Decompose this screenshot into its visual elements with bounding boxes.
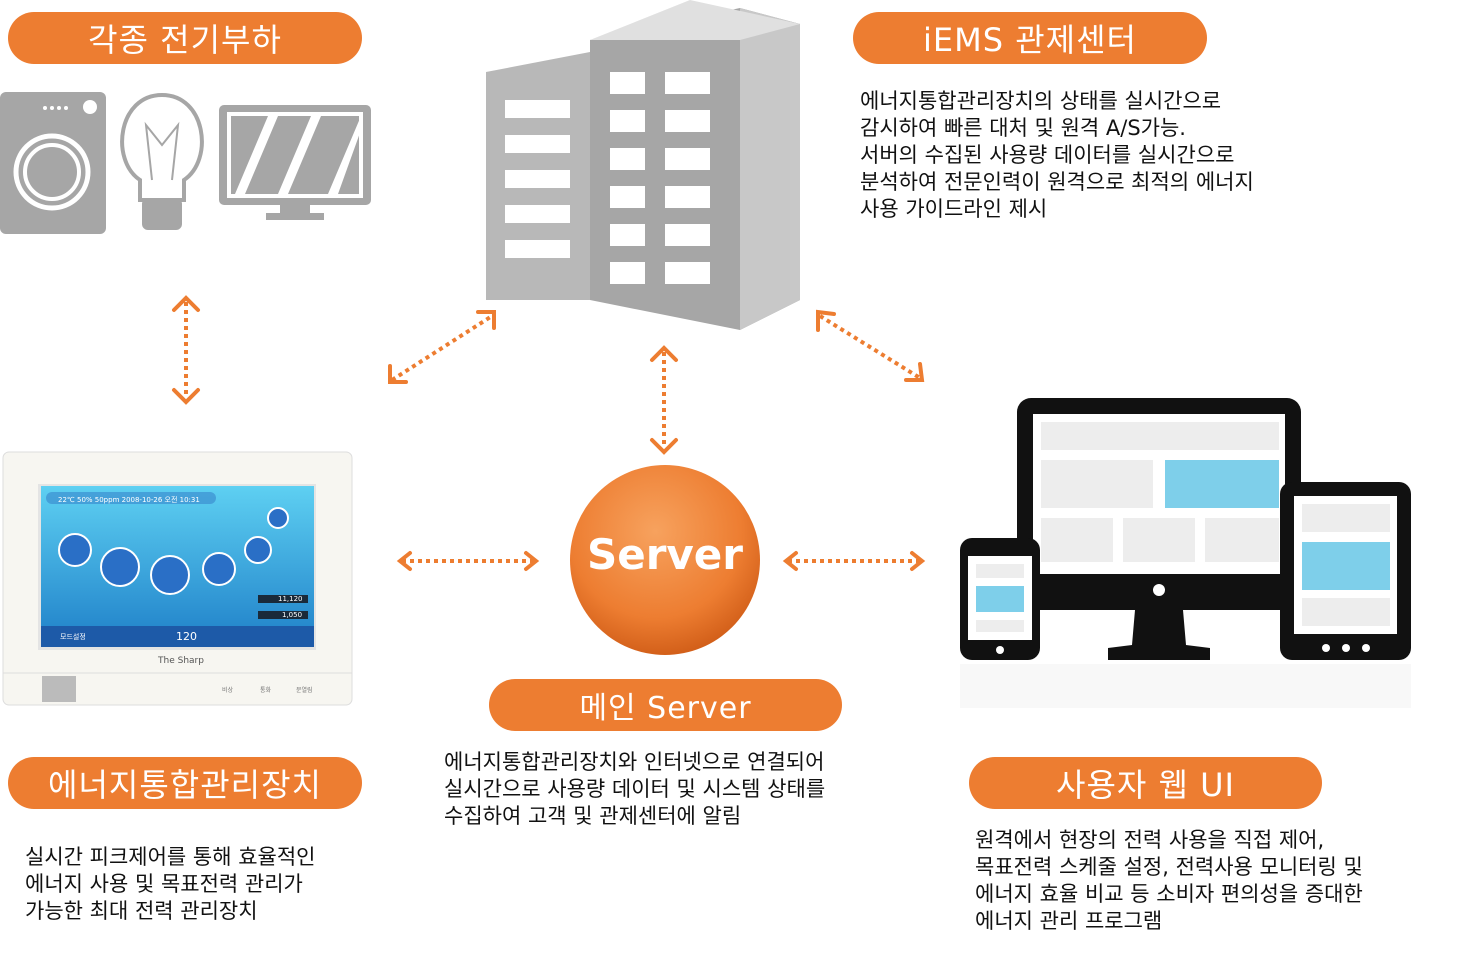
web-description: 원격에서 현장의 전력 사용을 직접 제어, 목표전력 스케줄 설정, 전력사용… [975, 828, 1363, 933]
wallpad-status-bar: 22℃ 50% 50ppm 2008-10-26 오전 10:31 [58, 496, 200, 504]
device-description: 실시간 피크제어를 통해 효율적인 에너지 사용 및 목표전력 관리가 가능한 … [25, 845, 316, 923]
wallpad-button-emergency[interactable]: 비상 [222, 687, 234, 694]
tv-icon [219, 105, 371, 220]
server-title: 메인 Server [489, 679, 842, 731]
server-circle [570, 465, 760, 655]
responsive-devices-icon [960, 398, 1411, 708]
device-title: 에너지통합관리장치 [8, 757, 362, 809]
washing-machine-icon [0, 92, 106, 234]
arrow-heads [172, 295, 926, 571]
iems-title: iEMS 관제센터 [853, 12, 1207, 64]
loads-title: 각종 전기부하 [8, 12, 362, 64]
wallpad-mode-button[interactable]: 모드설정 [60, 633, 86, 641]
server-description: 에너지통합관리장치와 인터넷으로 연결되어 실시간으로 사용량 데이터 및 시스… [444, 750, 826, 828]
wallpad-fee-1: 11,120 [278, 595, 303, 603]
wallpad-button-call[interactable]: 통화 [260, 687, 272, 694]
wallpad-brand: The Sharp [158, 656, 204, 666]
connection-arrows [184, 302, 922, 563]
web-title: 사용자 웹 UI [969, 757, 1322, 809]
wallpad-power: 120 [176, 630, 197, 643]
wallpad-button-door[interactable]: 문열림 [296, 687, 313, 694]
iems-description: 에너지통합관리장치의 상태를 실시간으로 감시하여 빠른 대처 및 원격 A/S… [860, 89, 1254, 221]
server-label: Server [586, 530, 744, 579]
light-bulb-icon [120, 92, 204, 230]
building-icon [486, 0, 800, 330]
wallpad-device [2, 451, 353, 706]
wallpad-fee-2: 1,050 [282, 611, 303, 619]
